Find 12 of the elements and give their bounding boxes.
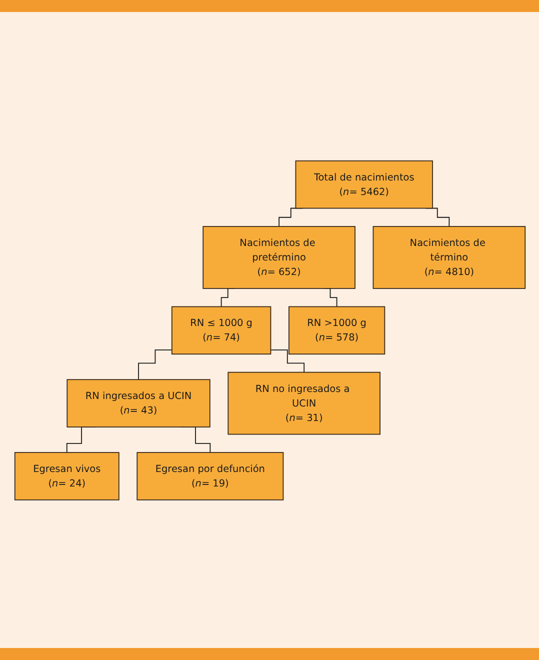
node-box <box>66 378 210 428</box>
node-box <box>227 371 380 434</box>
flowchart: Total de nacimientos (n= 5462) Nacimientos de pretérmino (n= 652) Nacimientos de término (n= 4810) RN ≤ 1000 g (n= 74) RN >1000 g (n= 578) RN ingresados a UCIN (n= 43) RN no ingresados a UCIN (n= 31) Egresan vivos (n= 24) Egresan por defunción (n= 19) <box>10 156 530 504</box>
connector <box>270 349 304 372</box>
node-box <box>170 306 271 354</box>
node-box <box>288 306 385 354</box>
node-box <box>294 160 432 208</box>
node-box <box>136 452 284 500</box>
connector <box>138 349 172 380</box>
node-box <box>14 452 119 500</box>
node-box <box>202 226 355 289</box>
node-box <box>372 226 526 289</box>
